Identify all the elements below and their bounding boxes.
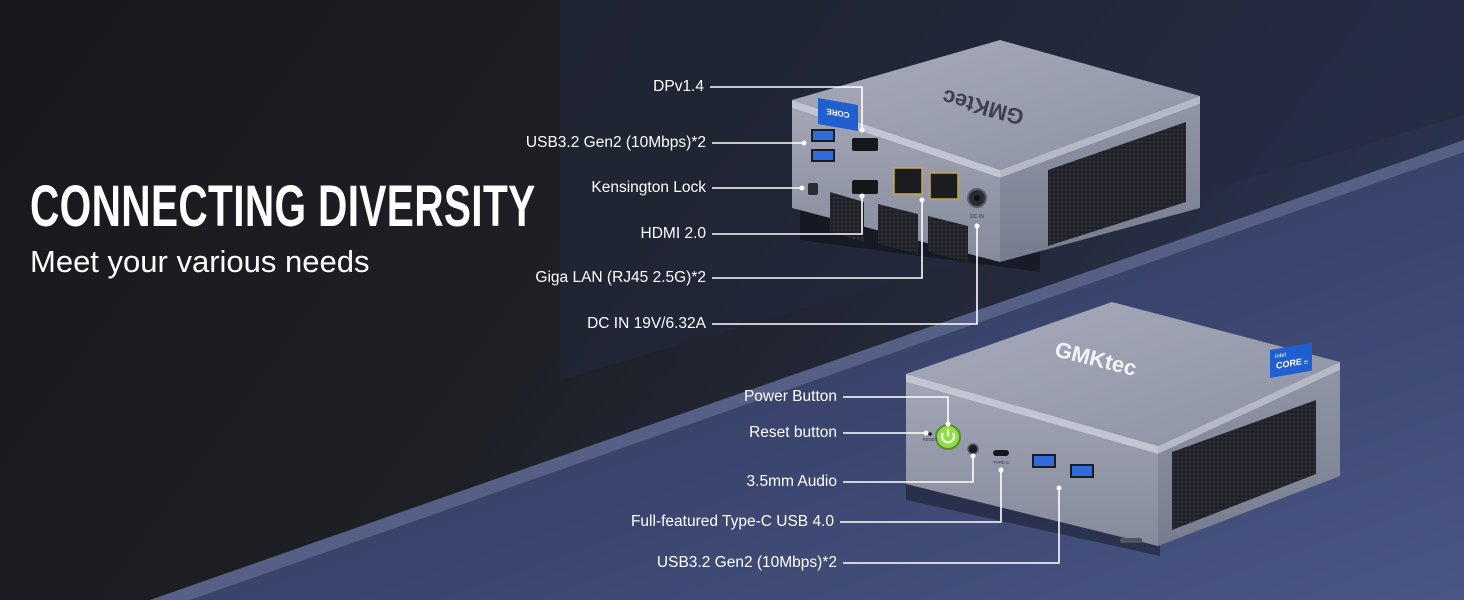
dot-type-c — [998, 467, 1004, 473]
kensington-slot — [808, 183, 818, 195]
rear-device-bevel-right — [1000, 96, 1200, 178]
mini-pc-front: GMKtec intel CORE i5 RESET TYPE-C — [906, 302, 1340, 556]
front-intel-sticker: intel CORE i5 — [1270, 342, 1312, 378]
label-lan: Giga LAN (RJ45 2.5G)*2 — [535, 269, 706, 286]
label-front-usb: USB3.2 Gen2 (10Mbps)*2 — [656, 554, 837, 571]
rear-usb-port-2 — [811, 149, 835, 162]
callout-power — [843, 396, 949, 424]
front-device-bevel-right — [1158, 362, 1340, 454]
label-reset-button: Reset button — [749, 424, 837, 441]
rear-chip-name: CORE — [826, 106, 850, 119]
dot-rear-usb — [801, 140, 807, 146]
label-power-button: Power Button — [743, 388, 837, 405]
type-c-marking: TYPE-C — [993, 460, 1010, 465]
dc-in-marking: DC IN — [970, 214, 984, 220]
lan-port-1 — [893, 167, 923, 195]
type-c-port — [993, 450, 1009, 456]
front-chip-brand: intel — [1275, 352, 1286, 360]
dp-port — [852, 138, 878, 151]
label-kensington: Kensington Lock — [591, 179, 706, 196]
audio-jack — [967, 443, 979, 455]
reset-marking: RESET — [922, 437, 937, 442]
front-device-vent — [1172, 400, 1316, 530]
front-usb-port-1 — [1032, 454, 1056, 468]
reset-pinhole — [928, 432, 932, 436]
front-device-top — [906, 302, 1340, 446]
dot-kensington — [799, 185, 805, 191]
callout-hdmi — [712, 196, 863, 235]
callout-audio — [843, 456, 974, 483]
dc-in-pin — [974, 195, 980, 201]
label-dp: DPv1.4 — [653, 78, 704, 95]
front-device-bevel — [906, 374, 1158, 454]
hdmi-port — [852, 180, 878, 194]
desk-edge — [150, 140, 1464, 600]
dot-reset — [923, 430, 929, 436]
dot-lan — [919, 197, 925, 203]
front-chip-tier: i5 — [1304, 359, 1308, 366]
rear-device-vent — [1048, 122, 1186, 246]
rear-device-top — [792, 40, 1200, 170]
dot-power — [945, 421, 951, 427]
callout-lines — [710, 86, 1060, 564]
callout-lan — [712, 200, 923, 279]
rear-intel-sticker: CORE — [818, 98, 858, 132]
headline-title: CONNECTING DIVERSITY — [30, 174, 536, 239]
lan-port-2 — [929, 172, 959, 200]
power-button — [935, 424, 961, 450]
callout-dp — [710, 86, 863, 130]
dot-hdmi — [859, 193, 865, 199]
callout-dots — [799, 127, 1062, 491]
callout-front-usb — [843, 488, 1060, 564]
rear-usb-port-1 — [811, 129, 835, 142]
label-rear-usb: USB3.2 Gen2 (10Mbps)*2 — [525, 134, 706, 151]
label-hdmi: HDMI 2.0 — [640, 225, 706, 242]
rear-vent-2 — [878, 204, 918, 254]
headline-subtitle: Meet your various needs — [30, 244, 370, 279]
label-dc-in: DC IN 19V/6.32A — [587, 315, 706, 332]
front-usb-port-2 — [1070, 464, 1094, 478]
callout-type-c — [840, 470, 1002, 523]
front-chip-name: CORE — [1276, 356, 1302, 370]
label-type-c: Full-featured Type-C USB 4.0 — [630, 513, 834, 530]
front-device-foot — [1120, 538, 1142, 543]
dot-dp — [859, 127, 865, 133]
callout-dc — [712, 226, 978, 325]
rear-vent-3 — [928, 216, 968, 262]
label-audio: 3.5mm Audio — [746, 473, 837, 490]
rear-vent-1 — [830, 192, 864, 242]
dot-audio — [970, 453, 976, 459]
dot-front-usb — [1056, 485, 1062, 491]
mini-pc-rear: CORE GMKtec DC IN — [792, 40, 1200, 272]
power-icon — [941, 432, 955, 444]
dot-dc — [974, 223, 980, 229]
